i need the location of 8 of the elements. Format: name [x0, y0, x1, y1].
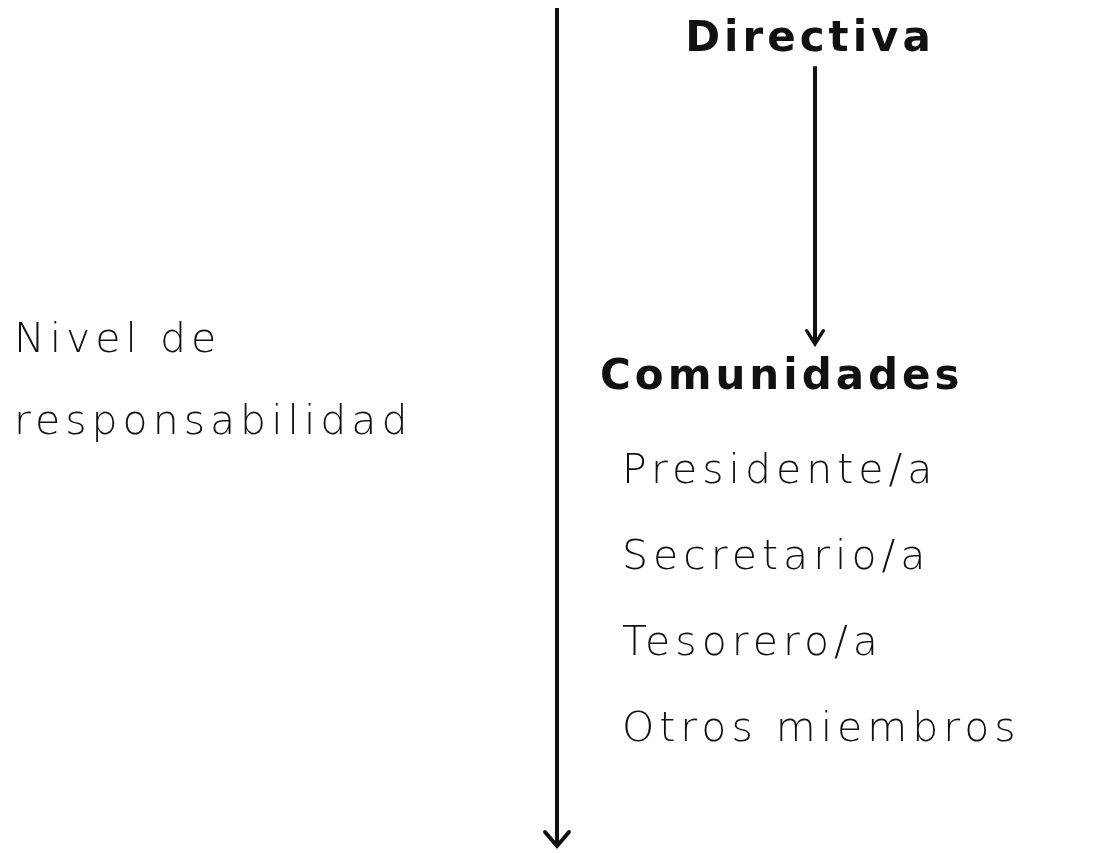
label-text: Presidente/a	[622, 444, 938, 495]
label-text: Nivel de responsabilidad	[14, 313, 414, 446]
label-text: Otros miembros	[622, 702, 1021, 753]
label-text: Tesorero/a	[622, 616, 883, 667]
label-text: Secretario/a	[622, 530, 931, 581]
arrow	[805, 66, 825, 346]
heading-text: Directiva	[685, 14, 935, 61]
heading-text: Comunidades	[600, 352, 964, 399]
